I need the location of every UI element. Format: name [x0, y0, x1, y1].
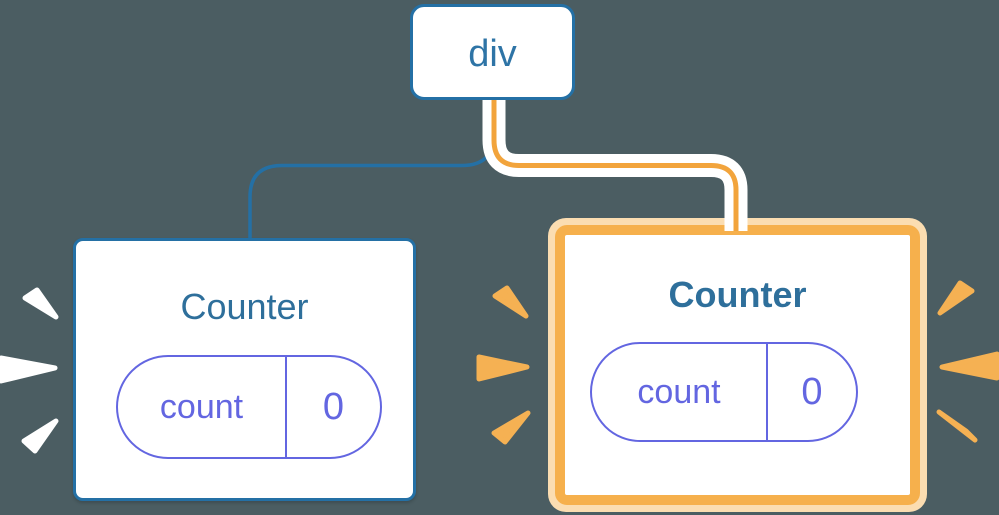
root-node-label: div [468, 32, 517, 75]
root-node-div: div [410, 4, 575, 100]
spark-icon [937, 280, 975, 316]
state-pill-key: count [159, 387, 244, 426]
spark-icon [936, 409, 978, 443]
right-counter-sparks-left [476, 285, 531, 445]
left-counter-sparks [0, 287, 59, 454]
counter-card-right: Counter count 0 [555, 225, 920, 505]
counter-card-left-title: Counter [180, 286, 309, 327]
spark-icon [939, 351, 999, 381]
edge-root-to-left-counter [248, 100, 496, 240]
state-pill-value: 0 [285, 357, 380, 457]
counter-card-left: Counter count 0 [73, 238, 416, 501]
spark-icon [21, 418, 59, 454]
right-counter-sparks-right [936, 280, 999, 443]
state-pill: count 0 [590, 342, 858, 442]
spark-icon [0, 355, 58, 384]
state-pill-value: 0 [766, 344, 856, 440]
edge-root-to-right-counter [491, 100, 739, 231]
counter-card-right-title: Counter [668, 274, 807, 315]
spark-icon [22, 287, 59, 320]
spark-icon [491, 410, 531, 445]
spark-icon [492, 285, 529, 319]
spark-icon [476, 354, 530, 382]
counter-card-right-highlight-ring: Counter count 0 [548, 218, 927, 512]
edge-root-to-right-counter-casing [482, 100, 748, 231]
state-pill: count 0 [116, 355, 382, 459]
state-pill-key: count [637, 372, 721, 411]
